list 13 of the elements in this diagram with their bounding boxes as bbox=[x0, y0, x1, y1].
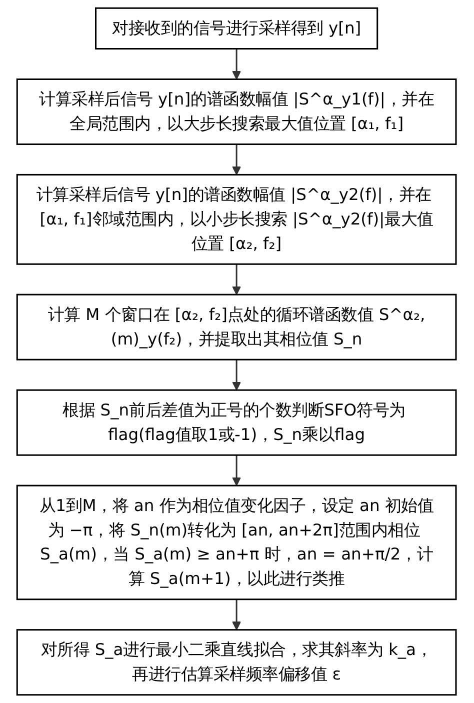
node-box: 对所得 S_a进行最小二乘直线拟合，求其斜率为 k_a，再进行估算采样频率偏移值 ε bbox=[16, 629, 458, 696]
node-box: 计算 M 个窗口在 [α₂, f₂]点处的循环谱函数值 S^α₂,(m)_y(f₂)，并提取出其相位值 S_n bbox=[16, 294, 458, 360]
node-box: 计算采样后信号 y[n]的谱函数幅值 |S^α_y1(f)|，并在全局范围内，以大步长搜索最大值位置 [α₁, f₁] bbox=[16, 78, 458, 146]
arrow bbox=[232, 599, 242, 630]
node-box: 从1到M，将 an 作为相位值变化因子，设定 an 初始值为 −π，将 S_n(m)转化为 [an, an+2π]范围内相位 S_a(m)，当 S_a(m) ≥ an+π 时，an = an+π/2，计算 S_a(m+1)，以此进行类推 bbox=[16, 484, 458, 600]
arrow bbox=[232, 360, 242, 390]
node-box: 计算采样后信号 y[n]的谱函数幅值 |S^α_y2(f)|，并在 [α₁, f₁]邻域范围内，以小步长搜索 |S^α_y2(f)|最大值位置 [α₂, f₂] bbox=[16, 174, 458, 265]
arrow bbox=[232, 144, 242, 176]
arrow bbox=[232, 455, 242, 486]
arrow bbox=[232, 264, 242, 295]
arrow bbox=[232, 48, 242, 80]
node-box: 对接收到的信号进行采样得到 y[n] bbox=[95, 7, 379, 50]
node-box: 根据 S_n前后差值为正号的个数判断SFO符号为 flag(flag值取1或-1)，S_n乘以flag bbox=[16, 389, 458, 456]
